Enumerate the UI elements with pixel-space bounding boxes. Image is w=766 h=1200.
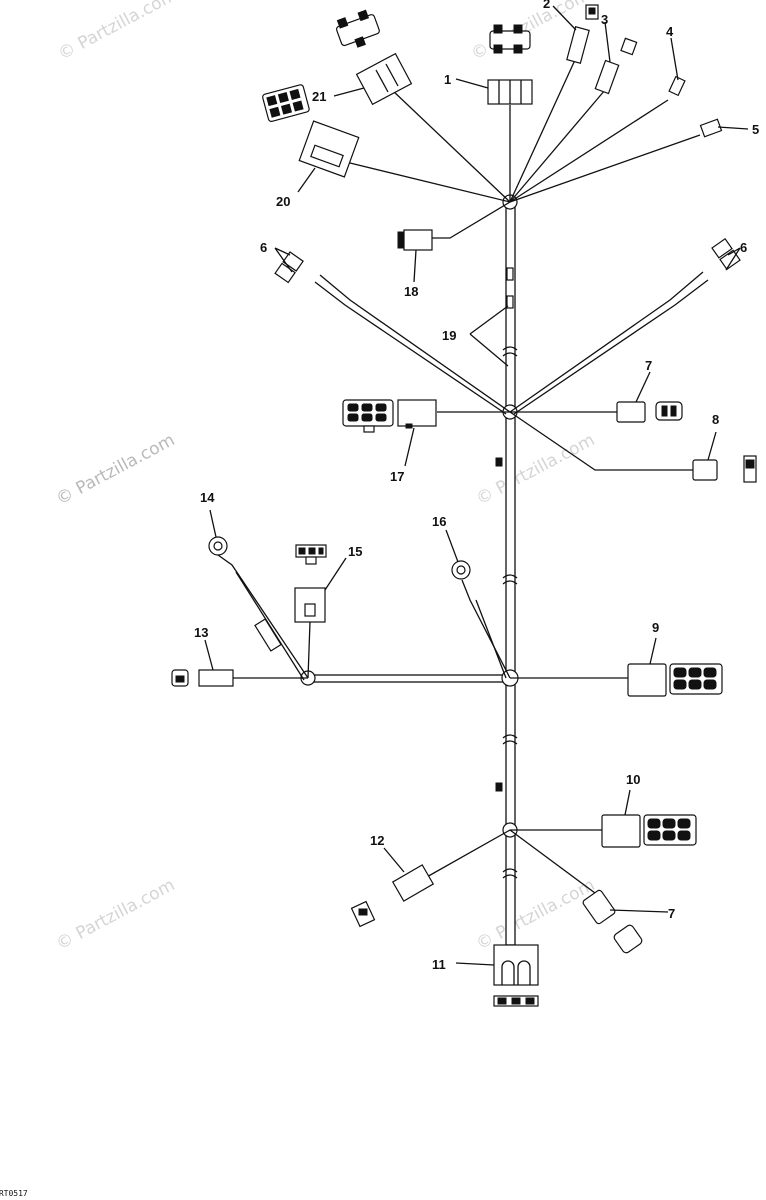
callout-labels: 1 2 3 4 5 6 6 7 8 9 10 11 12 13 14 15 16… [194, 0, 759, 972]
callout-19: 19 [442, 328, 456, 343]
callout-11: 11 [432, 957, 446, 972]
callout-12: 12 [370, 833, 384, 848]
callout-21: 21 [312, 89, 326, 104]
callout-6-right: 6 [740, 240, 747, 255]
callout-7-lower: 7 [668, 906, 675, 921]
watermark: © Partzilla.com [473, 430, 598, 509]
branch-wires [217, 59, 709, 894]
callout-9: 9 [652, 620, 659, 635]
callout-8: 8 [712, 412, 719, 427]
callout-3: 3 [601, 12, 608, 27]
watermark: © Partzilla.com [53, 430, 178, 509]
watermark: © Partzilla.com [53, 875, 178, 954]
watermark: © Partzilla.com [55, 0, 180, 64]
callout-13: 13 [194, 625, 208, 640]
callout-5: 5 [752, 122, 759, 137]
callout-17: 17 [390, 469, 404, 484]
callout-14: 14 [200, 490, 215, 505]
callout-1: 1 [444, 72, 451, 87]
callout-7-upper: 7 [645, 358, 652, 373]
callout-2: 2 [543, 0, 550, 11]
connectors [171, 4, 757, 1007]
callout-20: 20 [276, 194, 290, 209]
callout-16: 16 [432, 514, 446, 529]
callout-18: 18 [404, 284, 418, 299]
callout-10: 10 [626, 772, 640, 787]
main-trunk [307, 204, 518, 946]
callout-15: 15 [348, 544, 362, 559]
figure-code: PRT0517 [0, 1189, 28, 1198]
watermark: © Partzilla.com [473, 875, 598, 954]
leader-lines [204, 5, 749, 966]
callout-6-left: 6 [260, 240, 267, 255]
callout-4: 4 [666, 24, 674, 39]
